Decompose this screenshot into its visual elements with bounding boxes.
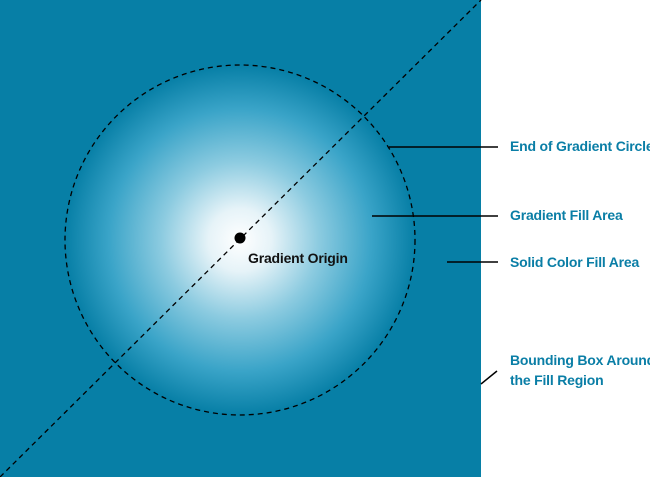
diagonal-dashed-line: [0, 0, 482, 477]
solid-color-fill-area-label: Solid Color Fill Area: [510, 254, 640, 270]
bounding-box-label-line2: the Fill Region: [510, 372, 604, 388]
end-of-gradient-circle-label: End of Gradient Circle: [510, 138, 650, 154]
leader-line-bounding-box: [480, 370, 498, 385]
end-of-gradient-circle-outline: [64, 64, 416, 416]
gradient-origin-label: Gradient Origin: [248, 250, 348, 266]
gradient-fill-area-label: Gradient Fill Area: [510, 207, 623, 223]
gradient-origin-dot: [234, 232, 246, 244]
bounding-box-label-line1: Bounding Box Around: [510, 352, 650, 368]
